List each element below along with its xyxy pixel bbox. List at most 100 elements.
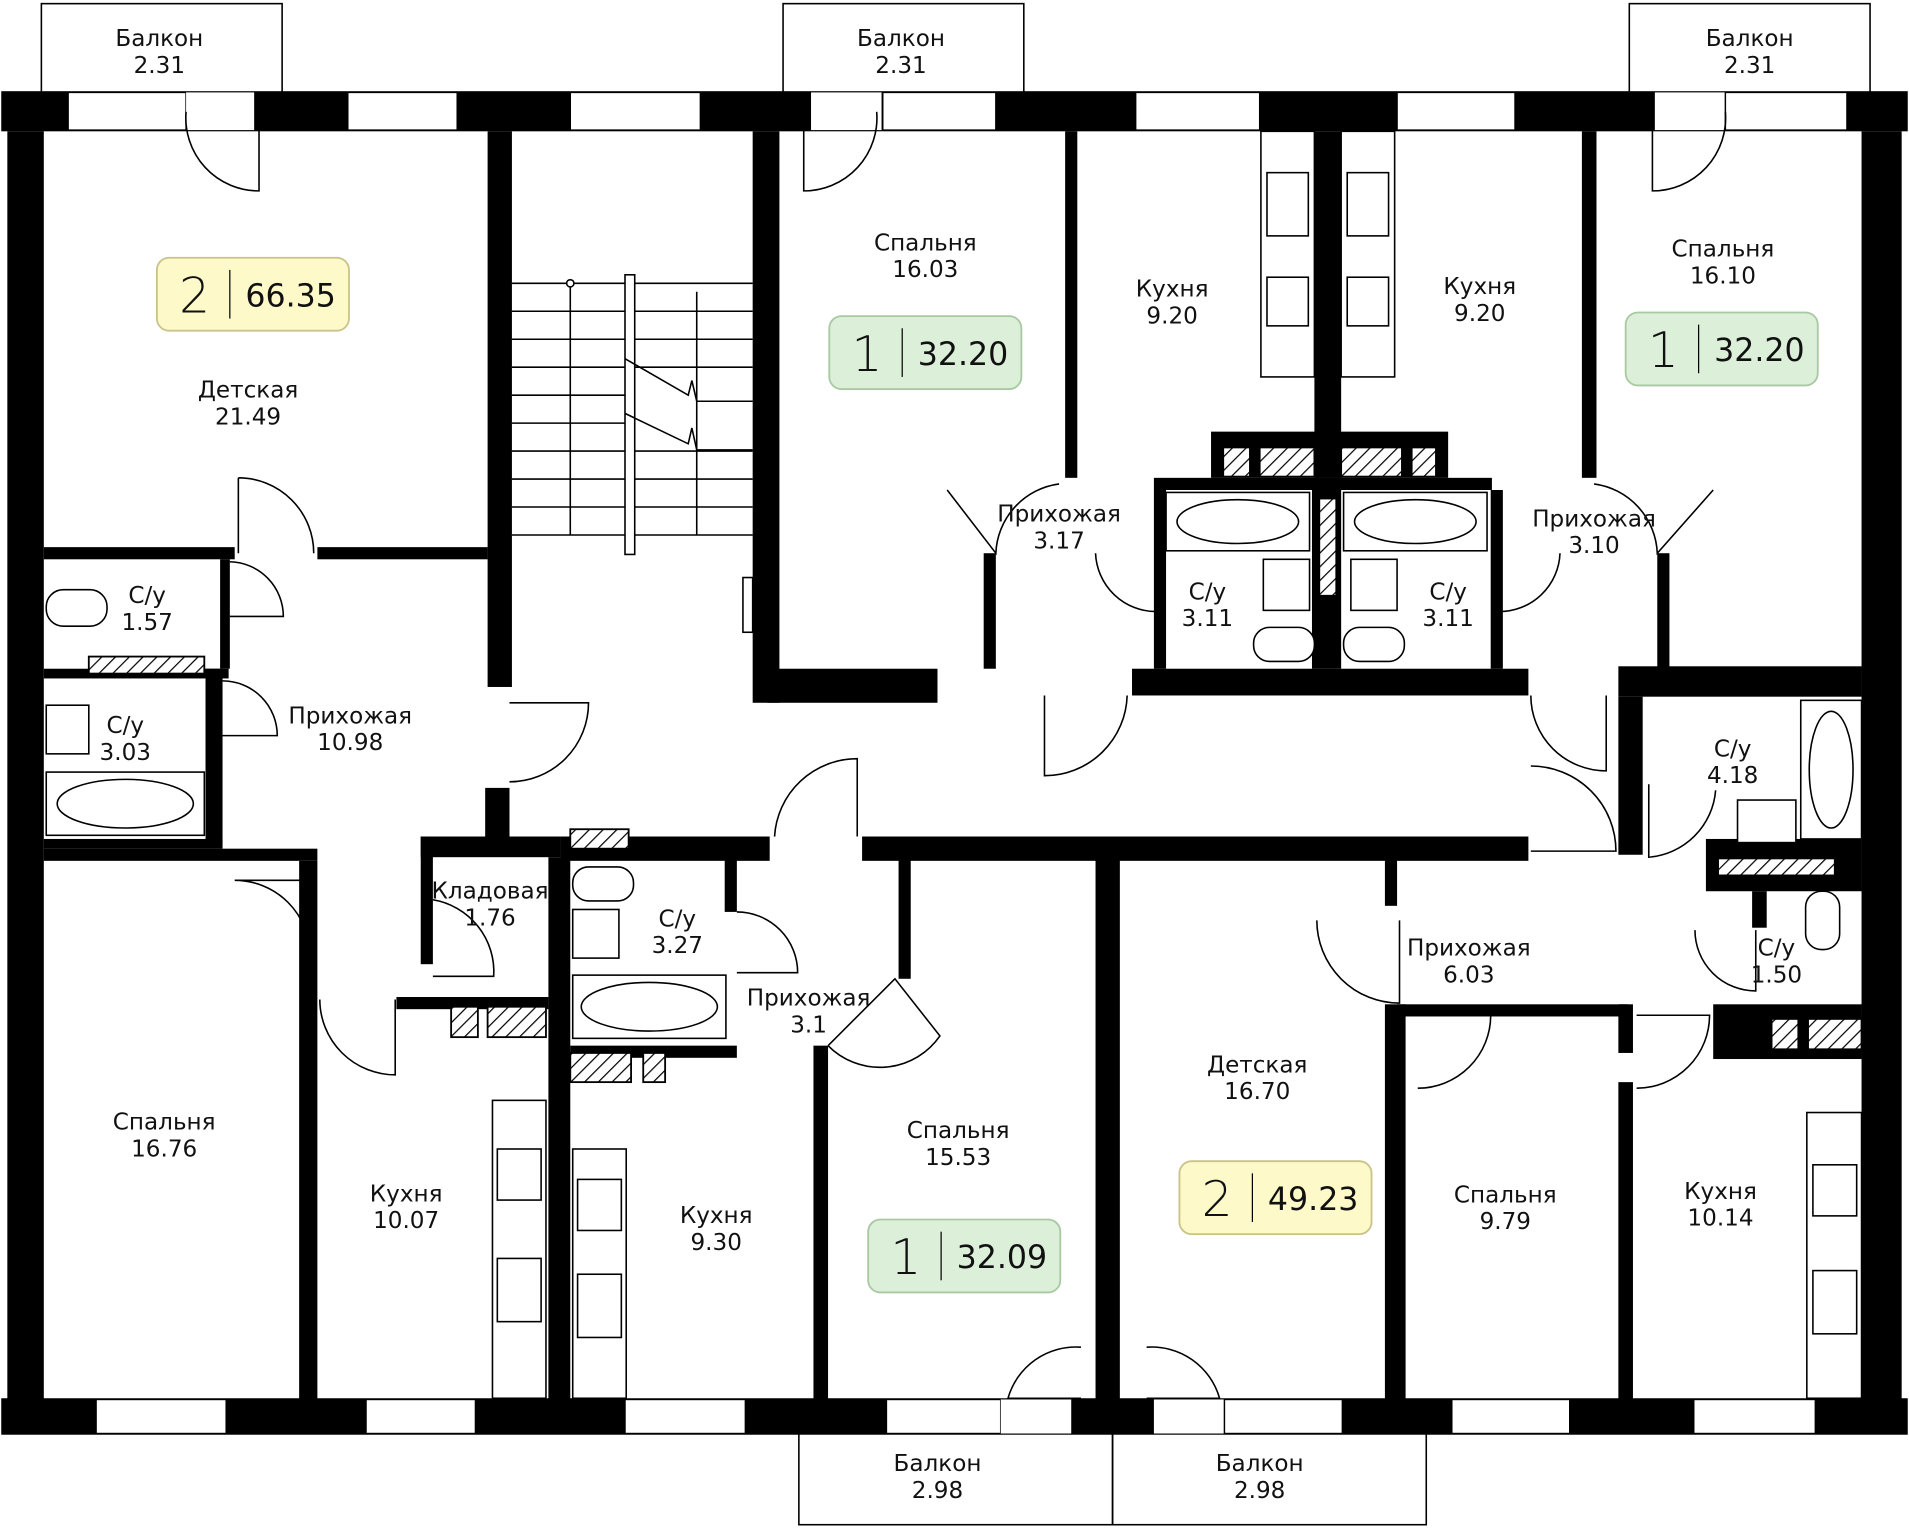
- badge-background: [155, 256, 350, 332]
- fixtures: [45, 130, 1863, 1400]
- stove-icon: [496, 1257, 542, 1323]
- room-name: Прихожая: [1407, 936, 1531, 962]
- room-name: Спальня: [113, 1110, 216, 1136]
- room-area: 9.30: [690, 1230, 741, 1256]
- room-area: 16.10: [1690, 263, 1756, 289]
- windows: [67, 91, 1848, 1435]
- room-area: 1.57: [121, 610, 172, 636]
- room-name: Прихожая: [997, 502, 1121, 528]
- badge-background: [1624, 311, 1819, 387]
- room-area: 2.31: [134, 53, 185, 79]
- bathtub-icon: [1165, 491, 1311, 552]
- room-name: Балкон: [857, 26, 945, 52]
- apartment-room-count: 1: [851, 327, 882, 383]
- room-area: 3.1: [790, 1012, 827, 1038]
- room-area: 2.98: [1234, 1478, 1285, 1504]
- room-name: С/у: [128, 583, 166, 609]
- room-area: 3.27: [652, 933, 703, 959]
- room-area: 2.31: [1724, 53, 1775, 79]
- room-name: Балкон: [115, 26, 203, 52]
- room-area: 9.20: [1146, 303, 1197, 329]
- stove-icon: [1812, 1269, 1858, 1335]
- room-name: Детская: [198, 378, 298, 404]
- room-area: 2.31: [875, 53, 926, 79]
- apartment-area: 32.09: [957, 1240, 1048, 1276]
- room-area: 3.03: [100, 740, 151, 766]
- washbasin-icon: [45, 704, 90, 755]
- room-area: 1.76: [464, 905, 515, 931]
- apartment-area: 32.20: [918, 337, 1009, 373]
- room-area: 10.98: [317, 730, 383, 756]
- room-area: 16.70: [1224, 1079, 1290, 1105]
- apartment-room-count: 1: [1648, 323, 1679, 379]
- sink-icon: [1346, 276, 1390, 327]
- room-name: Балкон: [894, 1451, 982, 1477]
- room-name: Детская: [1207, 1052, 1307, 1078]
- room-area: 3.10: [1568, 533, 1619, 559]
- room-name: Кладовая: [432, 879, 549, 905]
- washbasin-icon: [571, 908, 620, 959]
- room-name: Спальня: [1672, 237, 1775, 263]
- room-area: 2.98: [912, 1478, 963, 1504]
- room-area: 10.07: [373, 1208, 439, 1234]
- bathtub-icon: [571, 974, 727, 1040]
- apartment-room-count: 1: [890, 1230, 921, 1286]
- room-label: С/у3.11: [1182, 579, 1233, 632]
- toilet-icon: [1804, 890, 1841, 951]
- sink-icon: [1266, 276, 1310, 327]
- bathtub-icon: [1799, 699, 1863, 840]
- room-label: С/у3.11: [1422, 579, 1473, 632]
- room-area: 16.76: [131, 1136, 197, 1162]
- room-area: 10.14: [1687, 1206, 1753, 1232]
- room-name: Спальня: [1454, 1182, 1557, 1208]
- badge-background: [1178, 1160, 1373, 1236]
- stove-icon: [576, 1273, 623, 1339]
- room-label: С/у3.03: [100, 713, 151, 766]
- toilet-icon: [1342, 626, 1406, 663]
- room-name: Кухня: [1443, 274, 1516, 300]
- room-name: Прихожая: [288, 703, 412, 729]
- stove-icon: [1346, 171, 1390, 237]
- sink-icon: [576, 1178, 623, 1232]
- toilet-icon: [45, 588, 108, 627]
- apartment-area: 66.35: [245, 278, 335, 314]
- washbasin-icon: [1350, 558, 1398, 612]
- bathtub-icon: [45, 771, 206, 837]
- stove-icon: [1266, 171, 1310, 237]
- room-name: Спальня: [907, 1118, 1010, 1144]
- ventilation-shafts: [87, 446, 1863, 1084]
- apartment-area: 32.20: [1714, 333, 1805, 369]
- toilet-icon: [571, 866, 635, 902]
- bathtub-icon: [1342, 491, 1488, 552]
- doors[interactable]: [185, 111, 1757, 1400]
- room-name: Кухня: [1684, 1179, 1757, 1205]
- room-name: Кухня: [680, 1203, 753, 1229]
- room-area: 9.20: [1454, 301, 1505, 327]
- room-name: Балкон: [1706, 26, 1794, 52]
